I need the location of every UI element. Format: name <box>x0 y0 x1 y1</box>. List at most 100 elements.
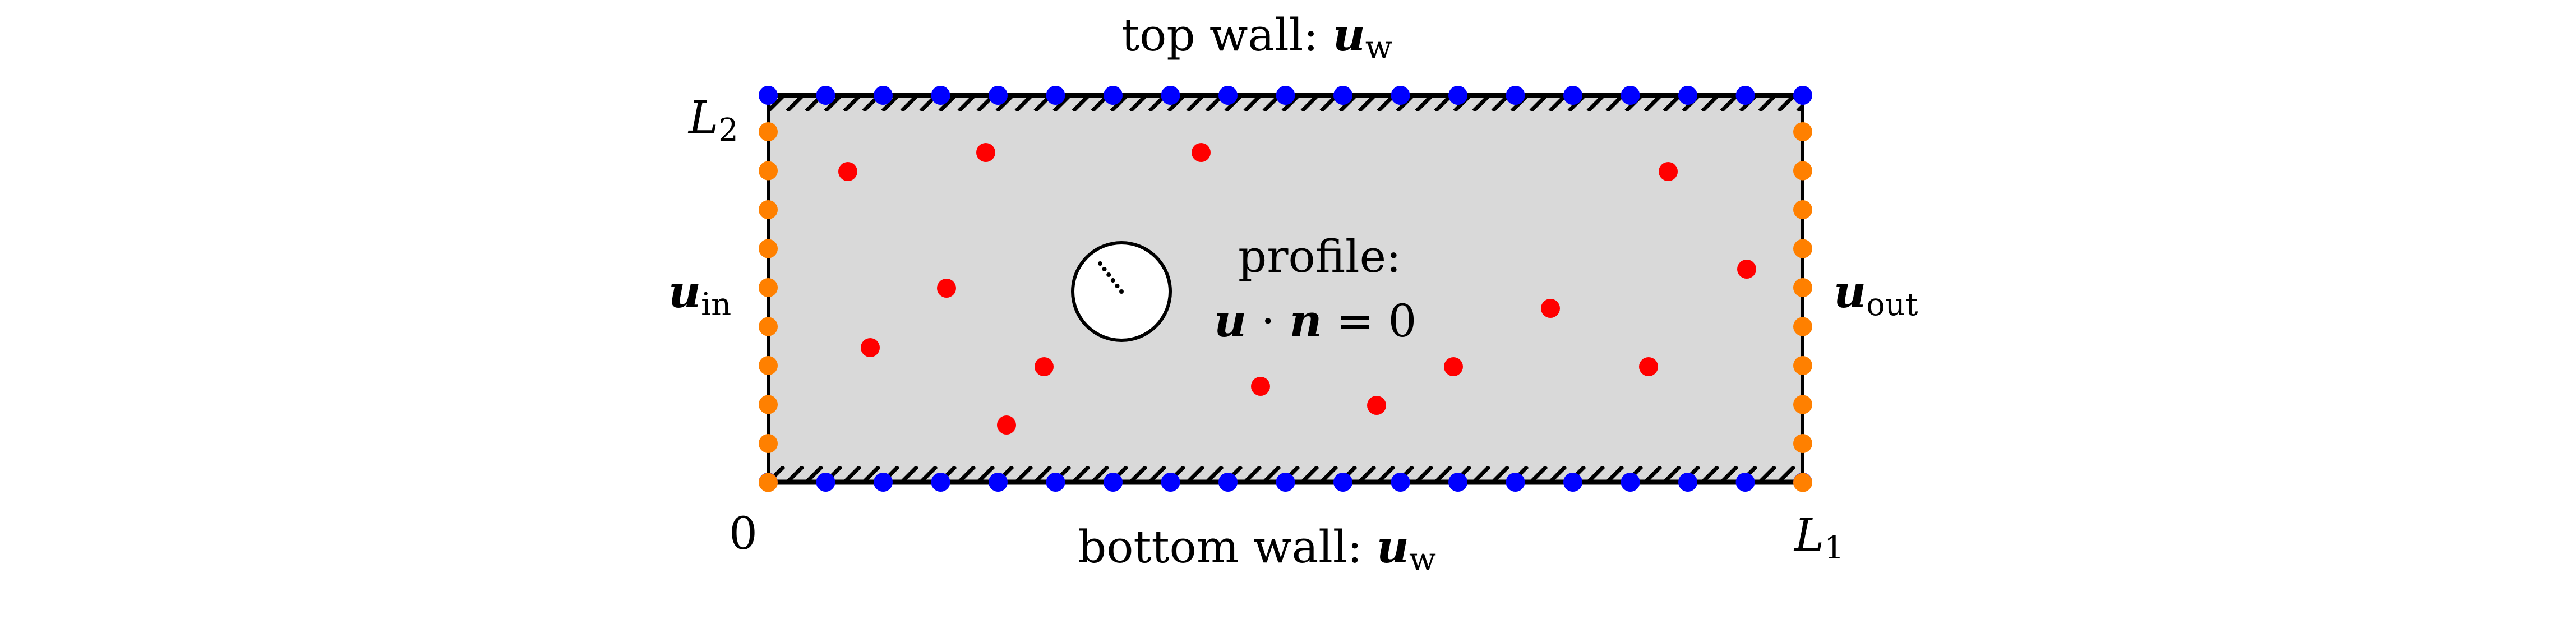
outlet-point <box>1793 239 1812 258</box>
bottom-hatch-mark <box>1243 466 1262 482</box>
outlet-point <box>1793 395 1812 414</box>
outlet-point <box>1793 473 1812 492</box>
bottom-hatch-mark <box>1205 466 1224 482</box>
top-wall-vector: u <box>1332 8 1365 61</box>
interior-point <box>1367 396 1386 415</box>
inlet-vector: u <box>668 265 701 318</box>
interior-point <box>861 338 880 357</box>
bottom-hatch-mark <box>1186 466 1205 482</box>
bottom-hatch-mark <box>1644 466 1663 482</box>
radius-dot <box>1119 289 1124 294</box>
top-hatch-mark <box>1701 95 1720 111</box>
interior-point <box>1444 357 1463 376</box>
top-hatch-mark <box>1758 95 1777 111</box>
top-wall-point <box>1333 86 1352 105</box>
top-wall-point <box>1563 86 1582 105</box>
bottom-hatch-mark <box>1148 466 1167 482</box>
L1-symbol: L <box>1794 509 1825 561</box>
top-wall-point <box>1161 86 1180 105</box>
top-wall-point <box>1276 86 1295 105</box>
top-wall-label: top wall: uw <box>1121 12 1392 64</box>
bottom-hatch-mark <box>1491 466 1510 482</box>
radius-dot <box>1098 261 1102 266</box>
bottom-wall-subscript: w <box>1409 542 1436 578</box>
bottom-wall-point <box>989 473 1008 492</box>
bottom-wall-point <box>1391 473 1410 492</box>
bottom-wall-point <box>1161 473 1180 492</box>
interior-point <box>1659 162 1678 181</box>
bottom-hatch-mark <box>1529 466 1548 482</box>
top-wall-point <box>1046 86 1065 105</box>
top-hatch-mark <box>1817 95 1832 111</box>
top-hatch-mark <box>1110 95 1129 111</box>
interior-point <box>937 279 956 298</box>
interior-point <box>1541 299 1560 318</box>
top-hatch-mark <box>1720 95 1739 111</box>
top-hatch-mark <box>1052 95 1072 111</box>
bottom-wall-text: bottom wall: <box>1078 521 1363 573</box>
bottom-hatch-mark <box>1415 466 1434 482</box>
bottom-hatch-mark <box>1262 466 1281 482</box>
top-wall-point <box>1218 86 1238 105</box>
profile-eq-rhs: = 0 <box>1336 295 1417 347</box>
inlet-point <box>759 473 778 492</box>
top-wall-point <box>1391 86 1410 105</box>
bottom-hatch-mark <box>1033 466 1052 482</box>
top-wall-text: top wall: <box>1121 9 1319 61</box>
bottom-wall-point <box>1448 473 1467 492</box>
bottom-hatch-mark <box>1777 466 1796 482</box>
top-wall-point <box>1448 86 1467 105</box>
top-hatch-mark <box>824 95 843 111</box>
top-hatch-mark <box>1644 95 1663 111</box>
bottom-wall-point <box>1104 473 1123 492</box>
outlet-point <box>1793 200 1812 219</box>
bottom-hatch-mark <box>805 466 824 482</box>
top-wall-hatching <box>768 95 1832 111</box>
inlet-point <box>759 278 778 297</box>
bottom-wall-point <box>1506 473 1525 492</box>
top-wall-point <box>1621 86 1640 105</box>
bottom-hatch-mark <box>786 466 805 482</box>
origin-text: 0 <box>729 507 758 560</box>
bottom-wall-point <box>1046 473 1065 492</box>
top-hatch-mark <box>957 95 976 111</box>
bottom-hatch-mark <box>1663 466 1682 482</box>
interior-point <box>997 415 1016 435</box>
outlet-label: uout <box>1834 269 1918 321</box>
inlet-point <box>759 161 778 181</box>
top-hatch-mark <box>995 95 1014 111</box>
top-wall-point <box>1104 86 1123 105</box>
bottom-wall-point <box>1621 473 1640 492</box>
bottom-hatch-mark <box>1300 466 1319 482</box>
top-hatch-mark <box>1300 95 1319 111</box>
bottom-wall-point <box>1276 473 1295 492</box>
top-hatch-mark <box>1243 95 1262 111</box>
outlet-point <box>1793 356 1812 375</box>
bottom-hatch-mark <box>1129 466 1148 482</box>
bottom-hatch-mark <box>976 466 995 482</box>
profile-text: profile: <box>1238 230 1401 283</box>
interior-point <box>1639 357 1658 376</box>
bottom-hatch-mark <box>1586 466 1605 482</box>
inlet-label: uin <box>668 269 731 321</box>
L2-subscript: 2 <box>718 112 738 149</box>
top-hatch-mark <box>1605 95 1624 111</box>
top-hatch-mark <box>881 95 900 111</box>
bottom-hatch-mark <box>843 466 862 482</box>
bottom-wall-point <box>874 473 893 492</box>
bottom-hatch-mark <box>1434 466 1453 482</box>
top-hatch-mark <box>1472 95 1491 111</box>
obstacle-dotted-radius <box>1098 261 1124 294</box>
top-hatch-mark <box>938 95 957 111</box>
bottom-hatch-mark <box>919 466 938 482</box>
top-wall-point <box>931 86 950 105</box>
top-hatch-mark <box>1548 95 1567 111</box>
top-hatch-mark <box>843 95 862 111</box>
top-hatch-mark <box>1529 95 1548 111</box>
top-wall-point <box>759 86 778 105</box>
bottom-hatch-mark <box>1319 466 1338 482</box>
outlet-point <box>1793 278 1812 297</box>
interior-point <box>976 143 995 162</box>
top-wall-point <box>1506 86 1525 105</box>
